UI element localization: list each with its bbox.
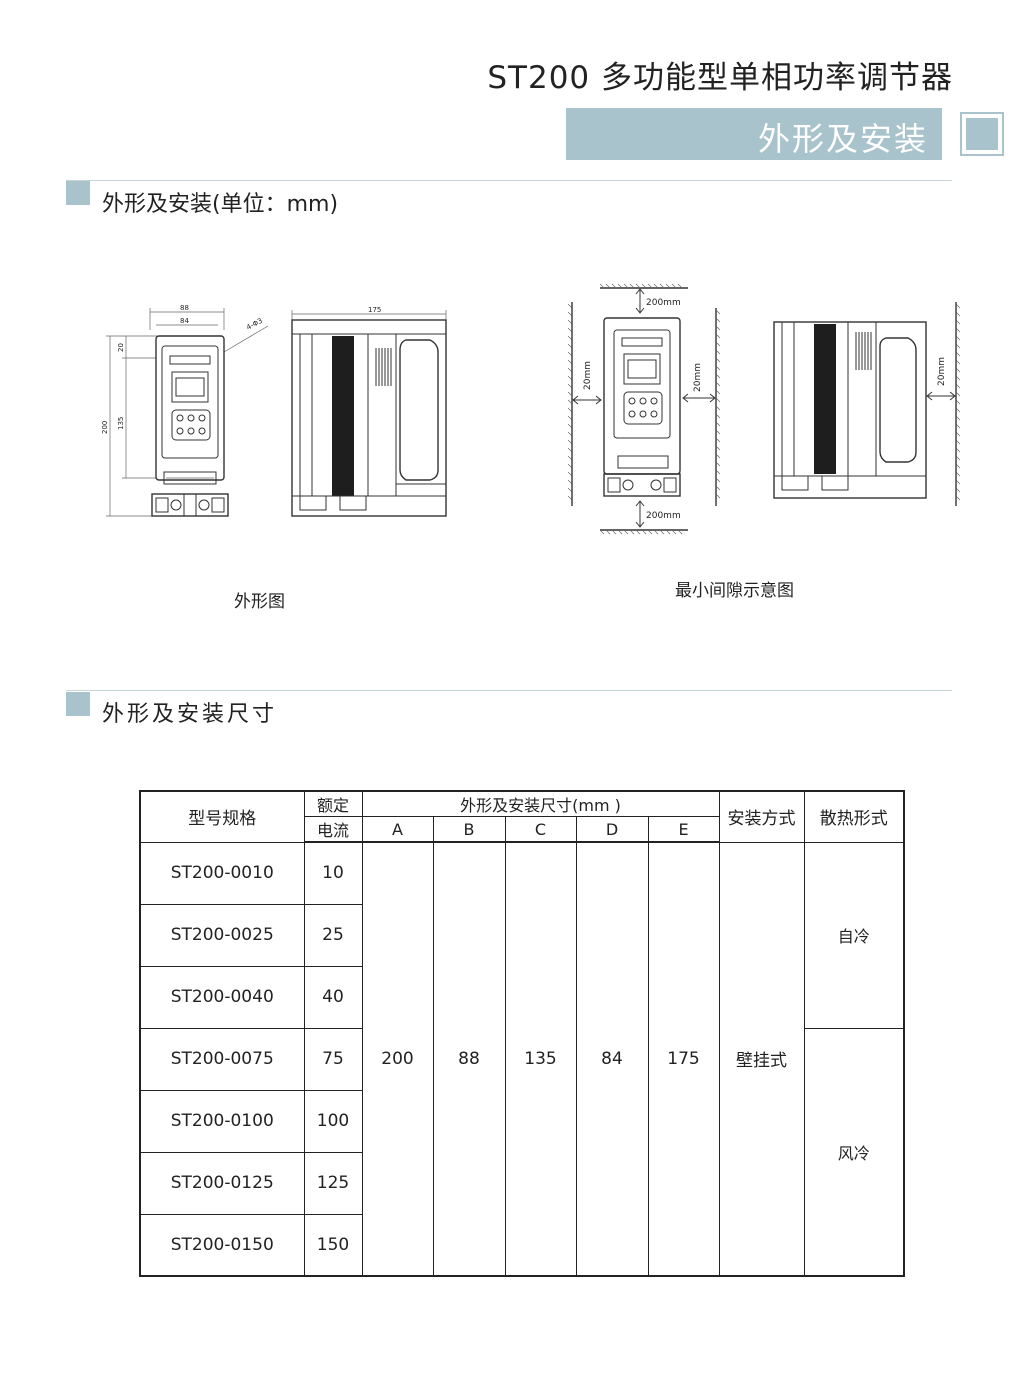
cell-dim-e: 175 — [647, 841, 720, 1277]
vent-slots — [375, 348, 392, 386]
section-title-outline: 外形及安装(单位：mm) — [102, 192, 339, 217]
cell-dim-c: 135 — [504, 841, 577, 1277]
cell-current: 75 — [303, 1027, 363, 1091]
cell-current: 40 — [303, 965, 363, 1029]
cell-model: ST200-0150 — [139, 1213, 305, 1277]
table-row: ST200-0040 40 — [139, 965, 904, 1029]
header-dim-b: B — [432, 816, 506, 843]
dim-depth: 175 — [368, 306, 381, 314]
section-banner: 外形及安装 — [566, 108, 942, 160]
table-row: ST200-0100 100 — [139, 1089, 904, 1153]
table-row: ST200-0125 125 — [139, 1151, 904, 1215]
banner-square-icon — [960, 112, 1004, 156]
cell-dim-b: 88 — [432, 841, 506, 1277]
header-dim-c: C — [504, 816, 577, 843]
cell-install: 壁挂式 — [718, 841, 805, 1277]
cell-model: ST200-0100 — [139, 1089, 305, 1153]
section-title-dimensions: 外形及安装尺寸 — [102, 702, 278, 727]
caption-clearance: 最小间隙示意图 — [675, 581, 794, 601]
table-row: ST200-0010 10 200 88 135 84 175 壁挂式 自冷 — [139, 841, 905, 1277]
header-current-l1: 额定 — [303, 790, 363, 817]
header-dims: 外形及安装尺寸(mm ) — [361, 790, 720, 817]
section-marker-icon — [66, 692, 90, 716]
header-model: 型号规格 — [139, 790, 305, 843]
cell-model: ST200-0010 — [139, 841, 305, 905]
cell-dim-a: 200 — [361, 841, 434, 1277]
cell-dim-d: 84 — [575, 841, 649, 1277]
dim-width-outer: 88 — [180, 304, 189, 312]
dim-width-inner: 84 — [180, 317, 189, 325]
cell-model: ST200-0040 — [139, 965, 305, 1029]
cell-current: 25 — [303, 903, 363, 967]
clearance-side: 20mm — [937, 357, 947, 386]
caption-outline: 外形图 — [234, 592, 285, 612]
header-install: 安装方式 — [718, 790, 805, 843]
cell-model: ST200-0075 — [139, 1027, 305, 1091]
clearance-bottom: 200mm — [646, 511, 681, 521]
dim-height-upper: 20 — [117, 343, 125, 352]
table-row: ST200-0025 25 — [139, 903, 904, 967]
section-banner-label: 外形及安装 — [757, 120, 928, 158]
section-marker-icon — [66, 181, 90, 205]
dim-height-total: 200 — [101, 421, 109, 434]
table-row: ST200-0075 75 风冷 — [139, 1027, 905, 1277]
cell-cooling-fan: 风冷 — [803, 1027, 905, 1277]
header-dim-d: D — [575, 816, 649, 843]
dim-hole: 4-Φ3 — [245, 317, 264, 332]
outline-drawing: 88 84 4-Φ3 200 20 135 175 — [101, 304, 447, 517]
cell-model: ST200-0125 — [139, 1151, 305, 1215]
cell-current: 125 — [303, 1151, 363, 1215]
header-dim-a: A — [361, 816, 434, 843]
page-title: ST200 多功能型单相功率调节器 — [487, 60, 953, 96]
clearance-top: 200mm — [646, 298, 681, 308]
header-cooling: 散热形式 — [803, 790, 905, 843]
cell-current: 150 — [303, 1213, 363, 1277]
header-divider — [66, 180, 952, 181]
section2-divider — [66, 690, 952, 691]
cell-model: ST200-0025 — [139, 903, 305, 967]
cell-current: 100 — [303, 1089, 363, 1153]
cell-current: 10 — [303, 841, 363, 905]
clearance-right: 20mm — [693, 363, 703, 392]
cell-cooling-self: 自冷 — [803, 841, 905, 1029]
clearance-left: 20mm — [583, 361, 593, 390]
clearance-drawing: 200mm 200mm 20mm 20mm 20mm — [567, 283, 961, 535]
table-row: ST200-0150 150 — [139, 1213, 904, 1277]
header-current-l2: 电流 — [303, 816, 363, 843]
header-dim-e: E — [647, 816, 720, 843]
dim-height-mount: 135 — [117, 417, 125, 430]
spec-table: 型号规格 额定 外形及安装尺寸(mm ) 安装方式 散热形式 电流 A B C … — [139, 790, 906, 1277]
